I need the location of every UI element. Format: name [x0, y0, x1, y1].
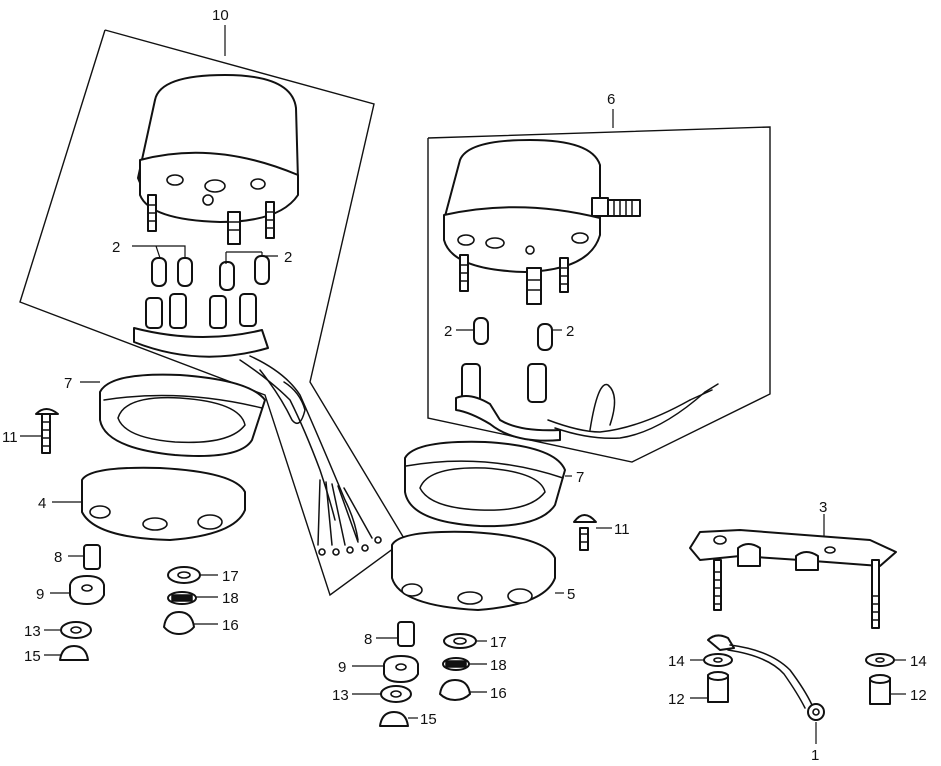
callout-9-left: 9 — [36, 586, 44, 603]
left-case-7 — [99, 373, 266, 457]
callout-2-c: 2 — [444, 323, 452, 340]
right-meter-assembly — [427, 126, 771, 463]
left-meter-body — [137, 74, 299, 245]
washers-nuts — [703, 653, 895, 705]
callout-9-right: 9 — [338, 659, 346, 676]
callout-18-left: 18 — [222, 590, 239, 607]
callout-4: 4 — [38, 495, 46, 512]
right-sockets-harness — [455, 363, 719, 442]
callout-8-left: 8 — [54, 549, 62, 566]
callout-14-left: 14 — [668, 653, 685, 670]
callout-1: 1 — [811, 747, 819, 764]
callout-6: 6 — [607, 91, 615, 108]
callout-12-left: 12 — [668, 691, 685, 708]
callout-7-right: 7 — [576, 469, 584, 486]
left-lower-case-4 — [81, 466, 246, 541]
callout-13-right: 13 — [332, 687, 349, 704]
callout-16-left: 16 — [222, 617, 239, 634]
callout-14-right: 14 — [910, 653, 927, 670]
callout-18-right: 18 — [490, 657, 507, 674]
callout-2-b: 2 — [284, 249, 292, 266]
assembly-6-frame — [427, 126, 771, 463]
callout-8-right: 8 — [364, 631, 372, 648]
callout-3: 3 — [819, 499, 827, 516]
ground-wire-1 — [707, 634, 825, 721]
right-case-7 — [404, 440, 566, 528]
callout-15-left: 15 — [24, 648, 41, 665]
callout-10: 10 — [212, 7, 229, 24]
callout-2-d: 2 — [566, 323, 574, 340]
callout-7-left: 7 — [64, 375, 72, 392]
callout-11-left: 11 — [2, 429, 18, 446]
leader-lines — [20, 25, 906, 744]
bracket-3 — [689, 529, 897, 629]
right-bulbs — [473, 317, 553, 351]
callout-5: 5 — [567, 586, 575, 603]
callout-2-a: 2 — [112, 239, 120, 256]
right-lower-case-5 — [391, 530, 556, 611]
callout-labels: 10 2 2 7 11 4 8 9 13 15 17 18 16 6 2 2 7… — [2, 7, 927, 764]
callout-17-right: 17 — [490, 634, 507, 651]
callout-15-right: 15 — [420, 711, 437, 728]
callout-13-left: 13 — [24, 623, 41, 640]
callout-16-right: 16 — [490, 685, 507, 702]
callout-11-right: 11 — [614, 521, 630, 538]
left-bulbs — [151, 255, 270, 291]
right-small-parts — [379, 514, 597, 727]
left-meter-assembly — [19, 29, 406, 597]
left-small-parts — [35, 408, 201, 661]
right-meter-body — [443, 139, 641, 305]
assembly-10-frame — [19, 29, 406, 597]
left-sockets-harness — [133, 293, 382, 556]
callout-12-right: 12 — [910, 687, 927, 704]
callout-17-left: 17 — [222, 568, 239, 585]
